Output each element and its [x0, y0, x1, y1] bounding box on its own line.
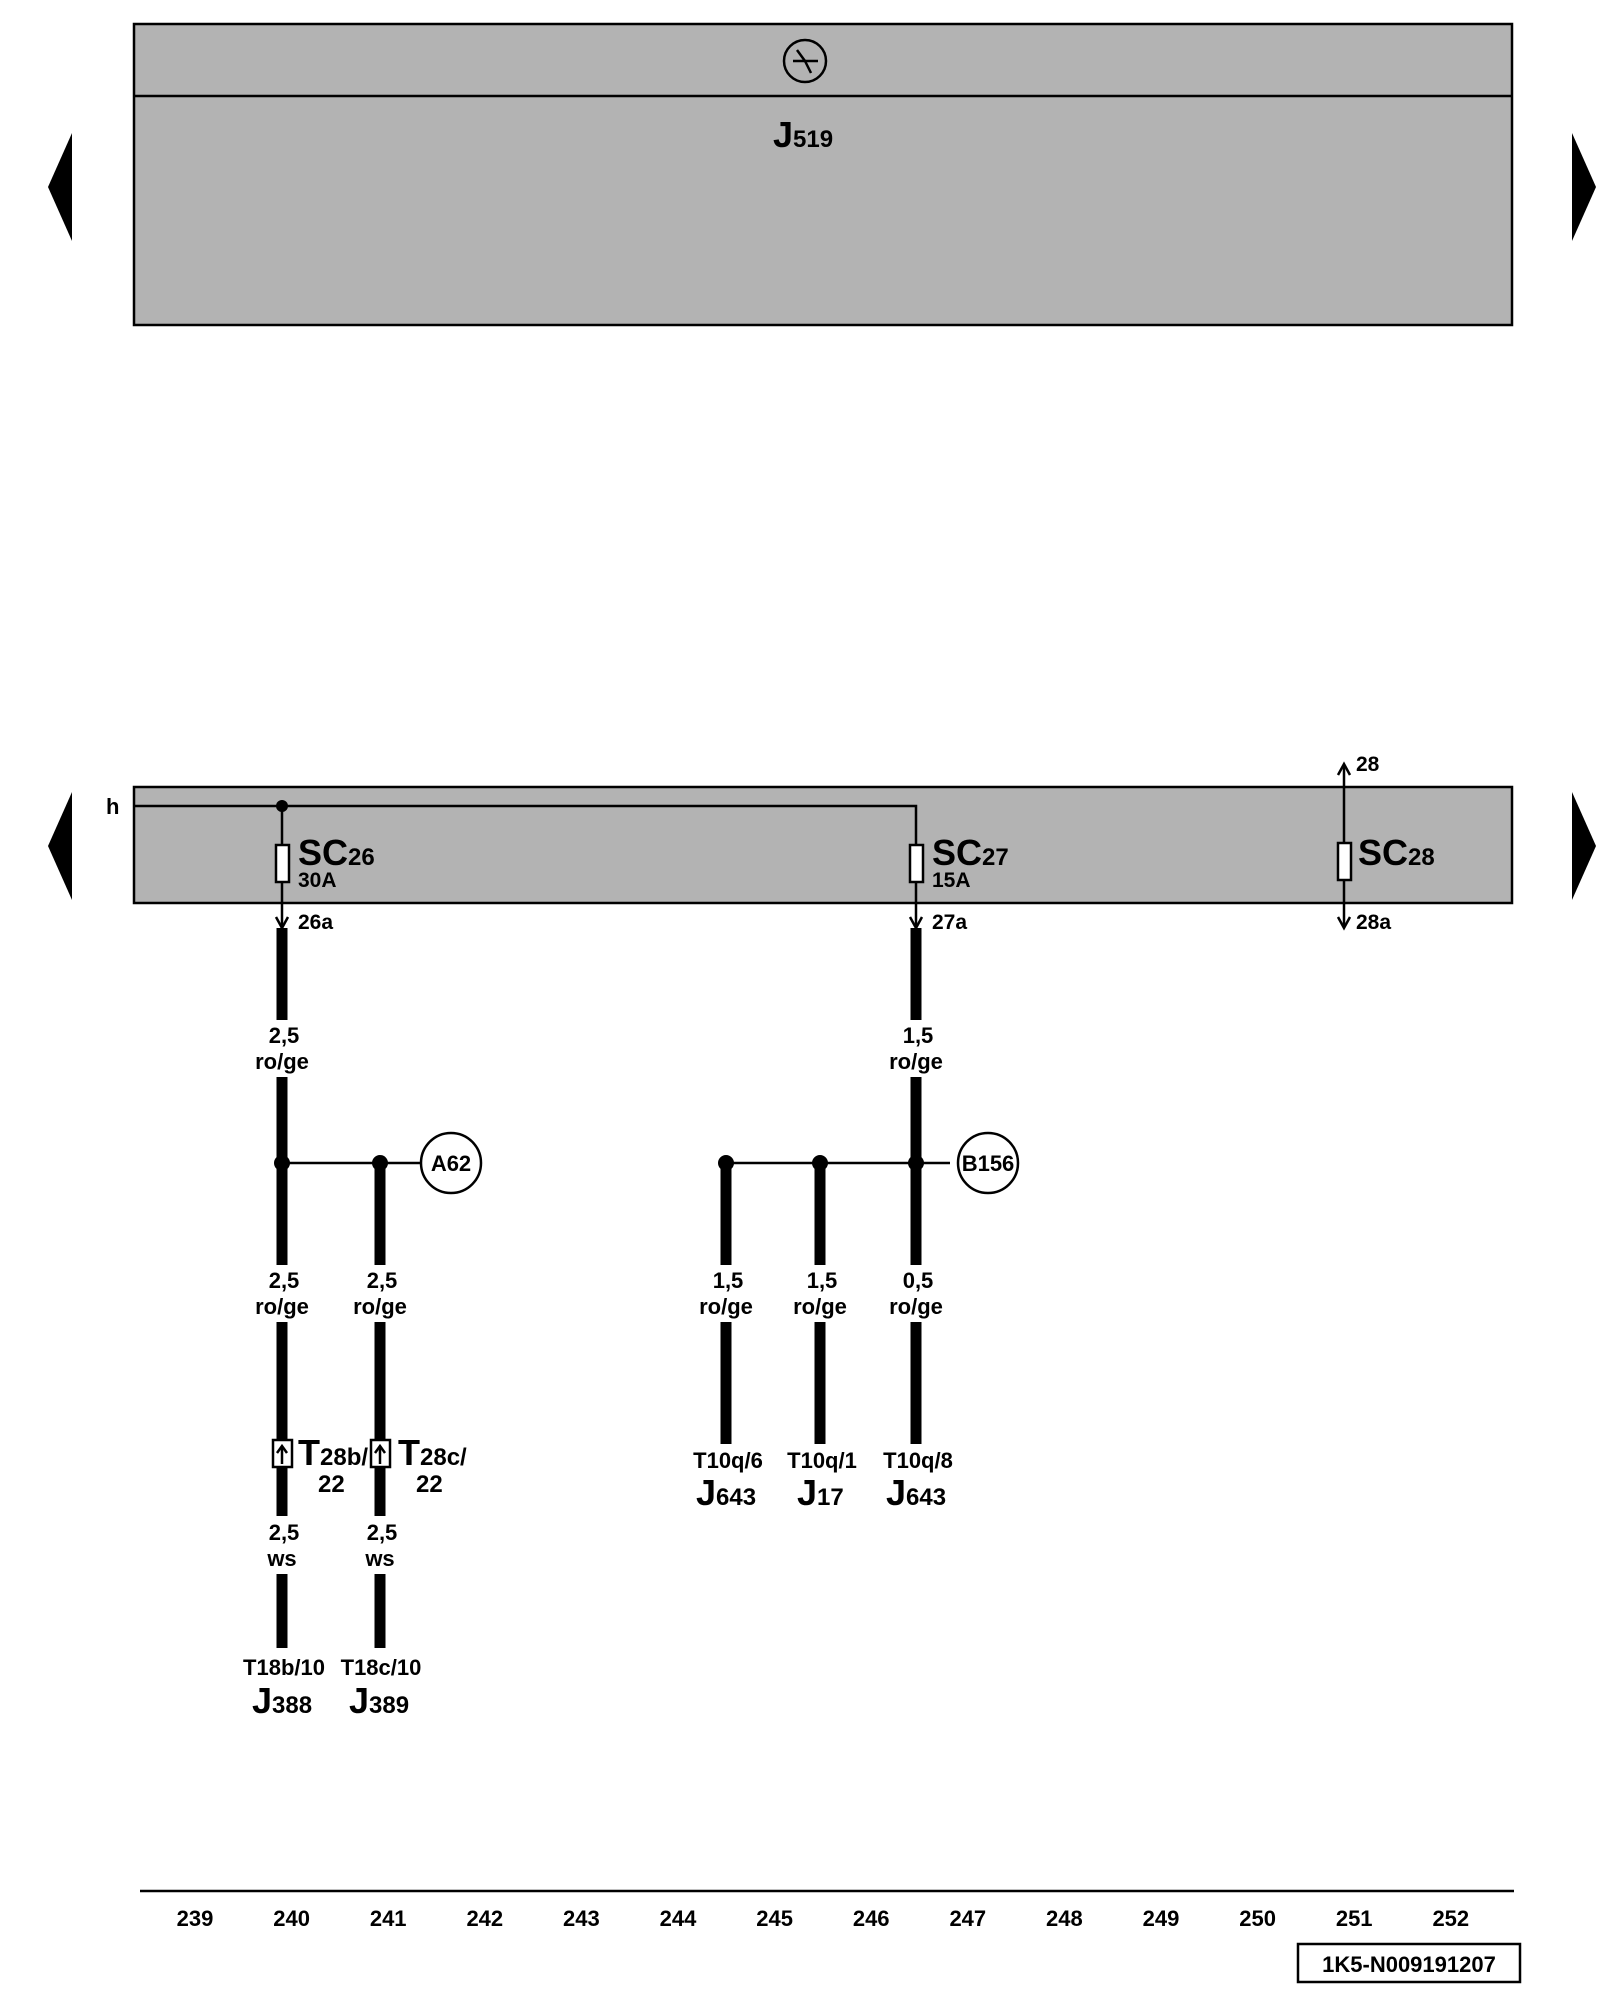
next-page-arrow-icon-lower[interactable] — [1572, 792, 1596, 900]
wire-w1-color: ro/ge — [255, 1049, 309, 1074]
wire-w8-color: ro/ge — [793, 1294, 847, 1319]
terminal-2-pin: T18c/10 — [341, 1655, 422, 1680]
grid-number: 241 — [370, 1906, 407, 1931]
wire-w1-size: 2,5 — [269, 1023, 300, 1048]
wire-w6-size: 2,5 — [367, 1520, 398, 1545]
fuse-sc26-label: SC26 — [298, 832, 375, 873]
inline-connector-t28c-label: T28c/ — [398, 1432, 467, 1473]
grid-number: 252 — [1432, 1906, 1469, 1931]
inline-connector-t28c-pin: 22 — [416, 1471, 443, 1498]
fuse-sc28-in: 28 — [1356, 753, 1380, 776]
wire-w3-size: 2,5 — [269, 1268, 300, 1293]
grid-number: 251 — [1336, 1906, 1373, 1931]
grid-number: 243 — [563, 1906, 600, 1931]
wire-w2-size: 1,5 — [903, 1023, 934, 1048]
terminal-1-unit: J388 — [252, 1680, 312, 1721]
terminal-5-pin: T10q/8 — [883, 1448, 953, 1473]
terminal-2-unit: J389 — [349, 1680, 409, 1721]
wire-w9-color: ro/ge — [889, 1294, 943, 1319]
splice-a62 — [419, 1131, 483, 1195]
wire-w4-color: ro/ge — [353, 1294, 407, 1319]
prev-page-arrow-icon-lower[interactable] — [48, 792, 72, 900]
fuse-sc27-out: 27a — [932, 911, 967, 934]
inline-connector-t28b-pin: 22 — [318, 1471, 345, 1498]
wire-w4-size: 2,5 — [367, 1268, 398, 1293]
fuse-sc26: SC26 30A 26a — [274, 832, 375, 934]
terminal-5-unit: J643 — [886, 1472, 946, 1513]
inline-connector-t28b-label: T28b/ — [298, 1432, 368, 1473]
prev-page-arrow-icon[interactable] — [48, 133, 72, 241]
wire-w9-size: 0,5 — [903, 1268, 934, 1293]
inline-connector-t28b: T28b/ 22 — [271, 1432, 368, 1498]
grid-number: 242 — [466, 1906, 503, 1931]
wire-w6-color: ws — [364, 1546, 394, 1571]
grid-number: 246 — [853, 1906, 890, 1931]
grid-number: 247 — [949, 1906, 986, 1931]
wire-w7-size: 1,5 — [713, 1268, 744, 1293]
grid-number: 250 — [1239, 1906, 1276, 1931]
next-page-arrow-icon[interactable] — [1572, 133, 1596, 241]
control-unit-label: J519 — [773, 114, 833, 155]
control-unit-j519: J519 — [132, 22, 1514, 327]
terminal-3-pin: T10q/6 — [693, 1448, 763, 1473]
wire-w7-color: ro/ge — [699, 1294, 753, 1319]
grid-number: 249 — [1143, 1906, 1180, 1931]
splice-b156 — [956, 1131, 1020, 1195]
wire-w5-size: 2,5 — [269, 1520, 300, 1545]
fuse-sc26-out: 26a — [298, 911, 333, 934]
grid-number: 244 — [660, 1906, 697, 1931]
terminal-1-pin: T18b/10 — [243, 1655, 325, 1680]
fuse-sc27: SC27 15A 27a — [908, 832, 1009, 934]
control-unit-symbol-icon — [782, 38, 828, 84]
terminal-4-pin: T10q/1 — [787, 1448, 857, 1473]
inline-connector-t28c: T28c/ 22 — [369, 1432, 467, 1498]
branch-sc27: 1,5 ro/ge B156 1,5 ro/ge 1,5 ro/ge 0,5 r… — [693, 928, 1020, 1513]
fuse-sc27-rating: 15A — [932, 869, 971, 892]
wire-w3-color: ro/ge — [255, 1294, 309, 1319]
grid-number: 245 — [756, 1906, 793, 1931]
terminal-4-unit: J17 — [797, 1472, 844, 1513]
terminal-3-unit: J643 — [696, 1472, 756, 1513]
grid-number: 248 — [1046, 1906, 1083, 1931]
splice-a62-label: A62 — [431, 1151, 471, 1176]
fuse-sc28-label: SC28 — [1358, 832, 1435, 873]
fuse-panel: h SC26 30A 26a SC27 15A 27a 28 — [106, 753, 1514, 934]
document-id-box: 1K5-N009191207 — [1296, 1942, 1522, 1984]
wire-w5-color: ws — [266, 1546, 296, 1571]
document-id: 1K5-N009191207 — [1322, 1952, 1496, 1977]
fuse-sc28-out: 28a — [1356, 911, 1391, 934]
fuse-sc27-label: SC27 — [932, 832, 1009, 873]
wire-w2-color: ro/ge — [889, 1049, 943, 1074]
feed-label: h — [106, 794, 119, 819]
splice-b156-label: B156 — [962, 1151, 1015, 1176]
branch-sc26: 2,5 ro/ge A62 2,5 ro/ge 2,5 ro/ge T28b/ … — [243, 928, 483, 1721]
grid-numbers: 239 240 241 242 243 244 245 246 247 248 249 250 251 2… — [177, 1906, 1470, 1931]
fuse-sc26-rating: 30A — [298, 869, 337, 892]
fuse-sc28: 28 SC28 28a — [1336, 753, 1435, 934]
grid-number: 240 — [273, 1906, 310, 1931]
grid-number: 239 — [177, 1906, 214, 1931]
wire-w8-size: 1,5 — [807, 1268, 838, 1293]
